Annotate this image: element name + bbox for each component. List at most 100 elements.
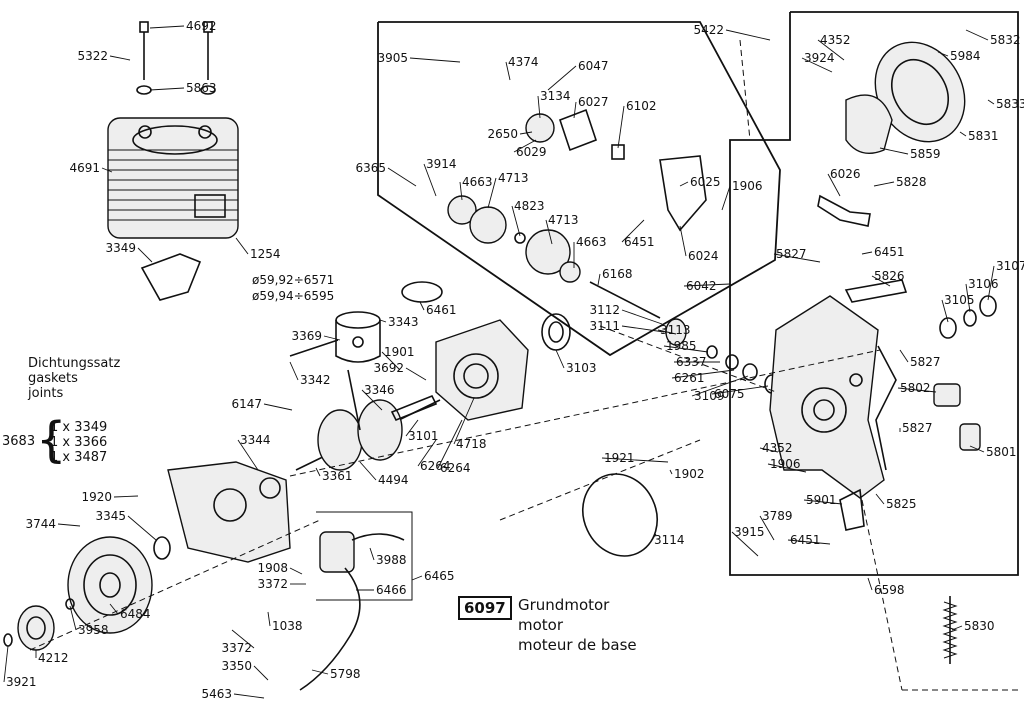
leader-line [621,325,665,333]
spring-pad-parts [933,295,997,451]
part-number-label: 3988 [376,553,407,567]
leader-line [691,375,749,397]
leader-line [721,185,731,211]
part-number-label: 6026 [830,167,861,181]
leader-line [679,225,687,257]
leader-line [867,577,873,591]
leader-line [231,629,255,649]
part-number-label: 6261 [674,371,705,385]
part-number-label: 6466 [376,583,407,597]
leader-line [69,605,77,631]
crankshaft-part [295,369,441,471]
leader-line [511,205,521,237]
leader-line [773,253,821,263]
leader-line [873,181,895,187]
filter-element-part [845,94,893,154]
part-number-label: 6168 [602,267,633,281]
part-number-label: 5827 [902,421,933,435]
leader-line [267,611,271,627]
leader-line [621,309,663,325]
part-number-label: 4212 [38,651,69,665]
part-number-label: 3112 [589,303,620,317]
leader-line [109,55,131,61]
leader-line [787,539,831,545]
part-number-label: 4718 [456,437,487,451]
leader-line [987,265,995,301]
part-number-label: 5463 [201,687,232,701]
leader-line [537,95,541,119]
clamp-part [839,488,865,531]
ignition-coil-part [299,531,405,691]
gasket-item: 1 x 3366 [50,435,108,450]
leader-line [669,469,673,475]
part-number-label: 3346 [364,383,395,397]
leader-line [657,329,677,335]
leader-line [969,445,985,453]
part-number-label: 5830 [964,619,995,633]
wrist-pin-part [289,339,339,357]
leader-line [459,181,463,201]
part-number-label: 3106 [968,277,999,291]
part-number-label: 3345 [95,509,126,523]
cylinder-part [107,117,239,239]
leader-line [941,299,949,323]
part-number-label: 5422 [693,23,724,37]
leader-line [263,403,293,411]
leader-line [683,283,731,287]
bearing-part [153,536,171,560]
leader-line [405,367,427,381]
leader-line [875,493,885,505]
leader-line [987,99,995,105]
part-number-label: 4374 [508,55,539,69]
leader-line [663,345,709,353]
gasket-set-block: Dichtungssatz gaskets joints 3683 { 1 x … [2,356,120,465]
part-number-label: 5825 [886,497,917,511]
leader-line [237,439,259,471]
part-number-label: 3361 [322,469,353,483]
part-number-label: 3113 [660,323,691,337]
leader-line [149,87,185,91]
piston-part [335,311,381,363]
part-number-label: 1920 [81,490,112,504]
assembly-line [861,499,903,691]
assembly-line [29,519,321,651]
leader-line [101,167,113,173]
leader-line [899,349,909,363]
leader-line [965,283,971,313]
part-number-label: 3344 [240,433,271,447]
part-number-label: 5901 [806,493,837,507]
legend-line-de: Grundmotor [518,596,610,614]
leader-line [965,29,989,41]
leader-line [803,499,843,505]
part-number-label: 3103 [566,361,597,375]
part-number-label: 6451 [624,235,655,249]
part-number-label: 4494 [378,473,409,487]
leader-line [409,57,461,63]
lever-part [817,194,871,227]
seal-part [541,313,571,351]
part-number-label: 4692 [186,19,217,33]
leader-line [671,369,735,379]
spring-part [942,596,958,664]
part-number-label: 6075 [714,387,745,401]
leader-line [861,251,873,255]
part-number-label: 3692 [373,361,404,375]
part-number-label: 5827 [776,247,807,261]
leader-line [3,645,9,683]
crankcase-right-part [435,319,529,421]
part-number-label: 3343 [388,315,419,329]
part-number-label: 3914 [426,157,457,171]
leader-line [711,385,769,395]
part-number-label: 6461 [426,303,457,317]
part-number-label: 4352 [820,33,851,47]
part-number-label: 5322 [77,49,108,63]
leader-line [817,39,845,61]
leader-line [149,25,185,29]
assembly-frame-bracket [729,11,1019,576]
leader-line [453,397,475,445]
part-number-label: 1908 [257,561,288,575]
leader-line [369,547,375,561]
part-number-labels: 5322469258634691125433493369334364613342… [3,19,1024,701]
part-number-label: 6042 [686,279,717,293]
